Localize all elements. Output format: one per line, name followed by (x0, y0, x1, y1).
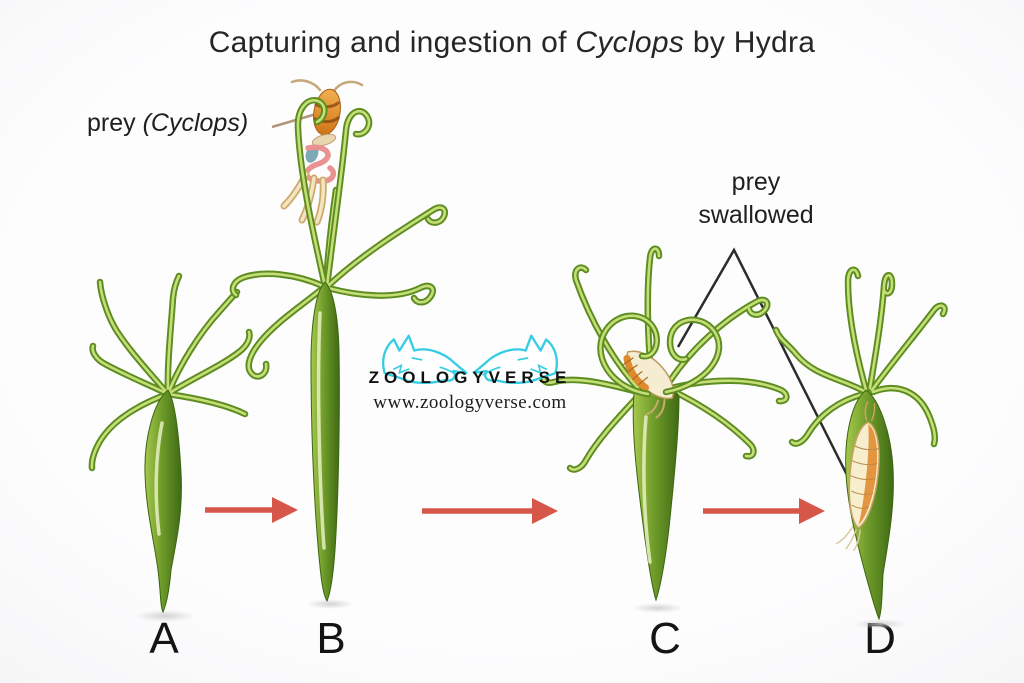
title-text-part3: by Hydra (684, 26, 816, 59)
prey-swallowed-label: prey swallowed (656, 166, 856, 232)
hydra-c-body (632, 386, 680, 602)
watermark-brand-text: ZOOLOGYVERSE (368, 368, 572, 387)
hydra-stage-d-illustration (768, 242, 1003, 621)
prey-swallowed-line2: swallowed (698, 201, 814, 229)
watermark-website-text: www.zoologyverse.com (373, 392, 567, 413)
title-text-genus: Cyclops (575, 26, 685, 59)
hydra-a-body (144, 389, 182, 614)
stage-label-a: A (149, 614, 179, 663)
hydra-b-shadow (306, 599, 354, 609)
prey-in-mouth-icon (622, 350, 675, 419)
cyclops-wrapped-tentacle (303, 144, 337, 184)
hydra-stage-c-illustration (538, 232, 793, 602)
stage-label-b: B (316, 614, 346, 663)
arrow-b-to-c-icon (422, 498, 558, 524)
cyclops-prey-icon (280, 79, 364, 226)
prey-swallowed-line1: prey (731, 168, 781, 196)
cyclops-antenna-left (290, 79, 322, 92)
swallowed-prey-icon (835, 401, 880, 552)
cyclops-egg-sacs (280, 170, 327, 226)
arrow-c-to-d-icon (703, 498, 825, 524)
cyclops-antenna-right (332, 80, 364, 93)
hydra-stage-a-illustration (75, 268, 265, 614)
prey-label-part1: prey (87, 109, 143, 137)
prey-label-genus: (Cyclops) (142, 109, 249, 137)
stage-label-c: C (649, 614, 681, 663)
hydra-c-shadow (632, 603, 684, 613)
prey-cyclops-label: prey (Cyclops) (87, 109, 248, 138)
hydra-b-body (310, 281, 340, 603)
cyclops-body (313, 88, 341, 136)
twin-wolf-heads-icon (381, 334, 559, 384)
watermark: ZOOLOGYVERSE www.zoologyverse.com (368, 332, 572, 414)
prey-label-pointer-line (271, 110, 324, 129)
diagram-title: Capturing and ingestion of Cyclops by Hy… (0, 26, 1024, 60)
arrow-a-to-b-icon (205, 497, 298, 523)
hydra-d-body (845, 389, 894, 621)
title-text-part1: Capturing and ingestion of (208, 26, 576, 59)
stage-label-d: D (864, 614, 896, 663)
prey-swallowed-pointer-lines (676, 247, 851, 480)
